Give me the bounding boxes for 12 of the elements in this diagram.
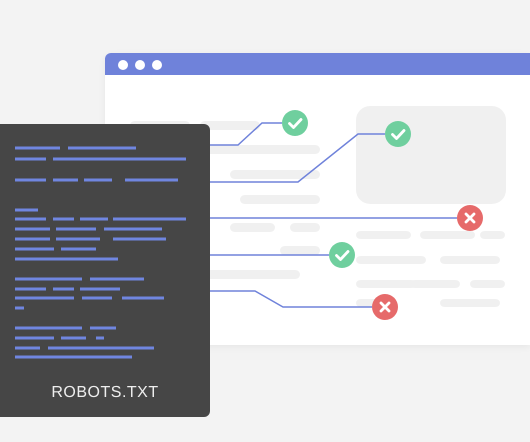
code-panel [0, 124, 210, 417]
check-icon [282, 110, 308, 136]
connector-line [210, 217, 457, 219]
check-icon [385, 121, 411, 147]
cross-icon [372, 294, 398, 320]
check-icon [329, 242, 355, 268]
connector-line [210, 254, 329, 256]
file-name-label: ROBOTS.TXT [50, 384, 160, 402]
cross-icon [457, 205, 483, 231]
connector-line [210, 133, 385, 183]
connector-line [210, 290, 372, 308]
connector-line [210, 122, 282, 146]
